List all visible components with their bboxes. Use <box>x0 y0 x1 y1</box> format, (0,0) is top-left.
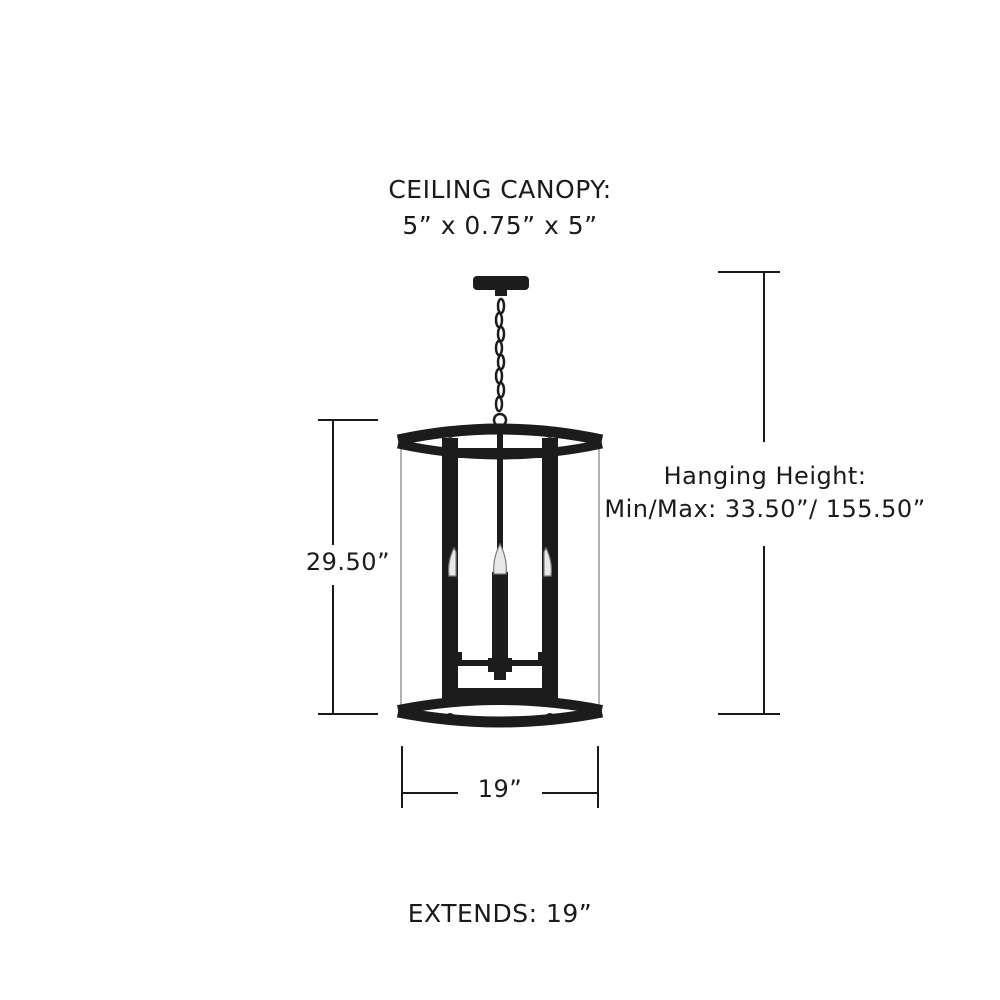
pendant-fixture <box>396 276 604 728</box>
ceiling-canopy-size: 5” x 0.75” x 5” <box>402 211 598 240</box>
width-dimension-line <box>401 746 599 808</box>
ceiling-canopy <box>473 276 529 290</box>
hanging-height-title: Hanging Height: <box>663 462 867 490</box>
top-ring <box>396 423 604 460</box>
fixture-width-label: 19” <box>477 775 523 803</box>
hanging-height-dimension-line <box>718 271 780 715</box>
glass-panel <box>400 445 600 708</box>
height-dimension-line <box>318 419 378 715</box>
bottom-ring <box>396 695 604 728</box>
candle-bulbs <box>448 542 552 577</box>
fixture-height-label: 29.50” <box>305 548 390 576</box>
hanging-height-minmax: Min/Max: 33.50”/ 155.50” <box>604 495 926 523</box>
candle-center <box>492 572 508 662</box>
extends-label: EXTENDS: 19” <box>407 899 593 928</box>
ceiling-canopy-title: CEILING CANOPY: <box>388 175 612 204</box>
chain <box>492 297 508 428</box>
